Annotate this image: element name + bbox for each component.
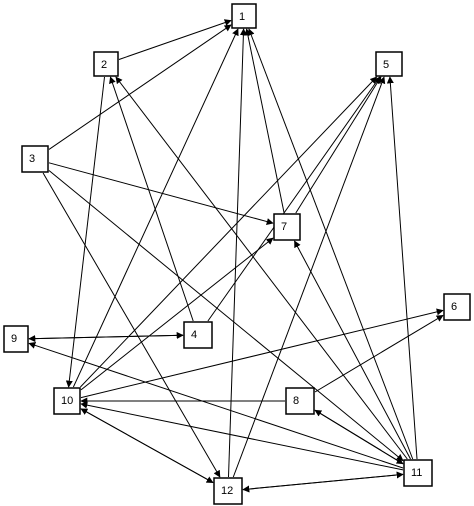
node-box-9 (3, 325, 29, 353)
node-3: 3 (21, 145, 49, 173)
node-9: 9 (3, 325, 29, 353)
node-box-8 (285, 387, 315, 415)
edge-8-to-6 (314, 314, 444, 393)
edge-4-to-5 (207, 76, 381, 322)
edge-7-to-1 (244, 28, 285, 214)
node-label-11: 11 (411, 467, 422, 479)
edge-11-to-7 (294, 240, 411, 460)
edge-11-to-2 (115, 76, 408, 460)
edge-10-to-1 (72, 28, 239, 388)
edge-2-to-10 (65, 76, 105, 388)
node-label-5: 5 (383, 59, 389, 71)
node-label-10: 10 (61, 395, 73, 407)
node-box-5 (375, 51, 403, 77)
node-box-3 (21, 145, 49, 173)
edge-11-to-1 (247, 28, 414, 460)
node-label-1: 1 (239, 11, 245, 23)
edge-10-to-5 (80, 76, 378, 388)
node-box-7 (273, 213, 301, 241)
edge-3-to-11 (48, 170, 404, 462)
node-label-12: 12 (221, 485, 233, 497)
edge-11-to-8 (314, 409, 404, 465)
node-7: 7 (273, 213, 301, 241)
edges-layer (28, 19, 444, 493)
node-box-1 (231, 3, 257, 29)
node-12: 12 (213, 477, 243, 505)
node-11: 11 (403, 459, 433, 487)
node-label-8: 8 (293, 395, 299, 407)
node-box-2 (93, 51, 119, 77)
edge-12-to-5 (232, 76, 386, 478)
edge-10-to-12 (80, 408, 214, 484)
node-box-6 (443, 293, 471, 321)
edge-2-to-1 (118, 19, 232, 60)
edge-11-to-9 (28, 341, 404, 469)
node-1: 1 (231, 3, 257, 29)
edge-3-to-1 (48, 24, 232, 150)
node-box-11 (403, 459, 433, 487)
node-box-4 (183, 321, 213, 349)
node-label-2: 2 (101, 59, 107, 71)
edge-7-to-5 (295, 76, 382, 214)
node-box-10 (53, 387, 81, 415)
node-label-3: 3 (29, 153, 35, 165)
node-8: 8 (285, 387, 315, 415)
edge-12-to-1 (228, 28, 247, 478)
edge-4-to-9 (28, 334, 184, 343)
node-4: 4 (183, 321, 213, 349)
edge-11-to-5 (386, 76, 418, 460)
node-label-9: 9 (11, 333, 17, 345)
node-2: 2 (93, 51, 119, 77)
edge-11-to-10 (80, 401, 404, 471)
node-label-4: 4 (191, 329, 197, 341)
node-label-6: 6 (451, 301, 457, 313)
node-5: 5 (375, 51, 403, 77)
node-6: 6 (443, 293, 471, 321)
edge-3-to-7 (48, 162, 274, 225)
edge-10-to-6 (80, 308, 444, 399)
node-10: 10 (53, 387, 81, 415)
edge-10-to-7 (80, 237, 274, 391)
node-label-7: 7 (281, 221, 287, 233)
node-box-12 (213, 477, 243, 505)
edge-4-to-2 (109, 76, 194, 322)
edge-11-to-12 (242, 473, 404, 493)
